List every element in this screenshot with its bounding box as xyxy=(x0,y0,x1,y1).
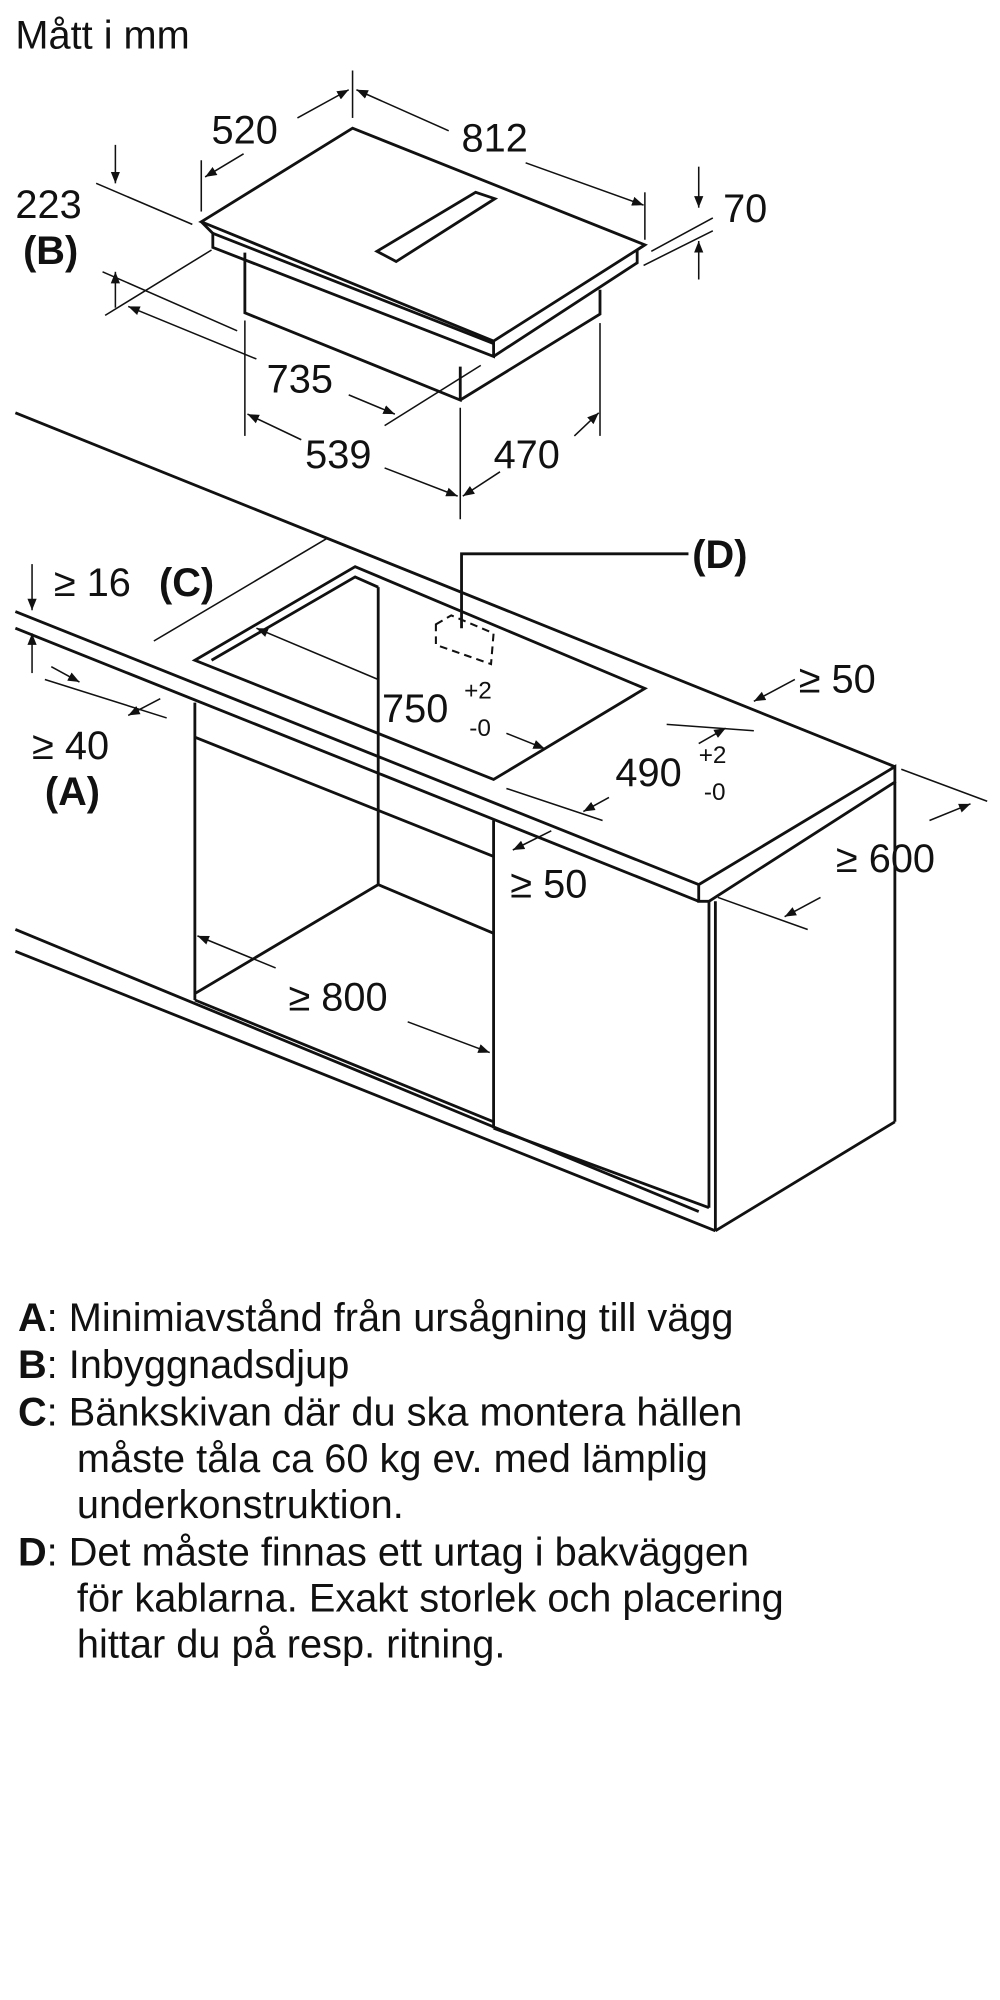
legend-d-line2: för kablarna. Exakt storlek och placerin… xyxy=(77,1577,784,1621)
dim-70: 70 xyxy=(723,187,767,231)
tol-750-plus: +2 xyxy=(464,678,492,705)
cutout xyxy=(191,565,648,782)
label-d: (D) xyxy=(692,533,747,577)
legend: A: Minimiavstånd från ursågning till väg… xyxy=(18,1296,784,1667)
dim-750: 750 xyxy=(382,687,448,731)
page-title: Mått i mm xyxy=(15,14,189,58)
dim-520: 520 xyxy=(212,109,278,153)
legend-d: D: Det måste finnas ett urtag i bakvägge… xyxy=(18,1530,749,1574)
dim-223: 223 xyxy=(15,183,81,227)
dim-539: 539 xyxy=(305,433,371,477)
legend-a: A: Minimiavstånd från ursågning till väg… xyxy=(18,1296,734,1340)
dim-min50-back: ≥ 50 xyxy=(799,657,876,701)
dim-735: 735 xyxy=(267,357,333,401)
legend-b: B: Inbyggnadsdjup xyxy=(18,1343,349,1387)
tol-490-minus: -0 xyxy=(704,779,726,806)
hob-vent-slot xyxy=(374,190,499,264)
label-a: (A) xyxy=(45,770,100,814)
dim-490: 490 xyxy=(615,751,681,795)
worktop-dimensions: (D) ≥ 16 (C) ≥ 40 (A) 750 +2 -0 490 +2 -… xyxy=(27,533,988,1054)
legend-c-line3: underkonstruktion. xyxy=(77,1483,404,1527)
tol-750-minus: -0 xyxy=(469,715,491,742)
dim-min800: ≥ 800 xyxy=(288,975,387,1019)
legend-c-line2: måste tåla ca 60 kg ev. med lämplig xyxy=(77,1437,708,1481)
worktop-drawing xyxy=(14,411,897,1233)
dim-min40: ≥ 40 xyxy=(32,724,109,768)
legend-d-line3: hittar du på resp. ritning. xyxy=(77,1623,505,1667)
dim-470: 470 xyxy=(494,433,560,477)
label-c: (C) xyxy=(159,561,214,605)
dim-min50-side: ≥ 50 xyxy=(510,862,587,906)
dim-min16: ≥ 16 xyxy=(54,561,131,605)
label-b: (B) xyxy=(23,229,78,273)
legend-c: C: Bänkskivan där du ska montera hällen xyxy=(18,1391,742,1435)
hob-dimensions: 812 520 223 (B) 735 539 470 70 xyxy=(15,70,767,520)
tol-490-plus: +2 xyxy=(699,742,727,769)
cable-recess xyxy=(434,614,495,666)
dim-min600: ≥ 600 xyxy=(836,837,935,881)
dim-812: 812 xyxy=(462,116,528,160)
hob-drawing xyxy=(198,126,648,403)
